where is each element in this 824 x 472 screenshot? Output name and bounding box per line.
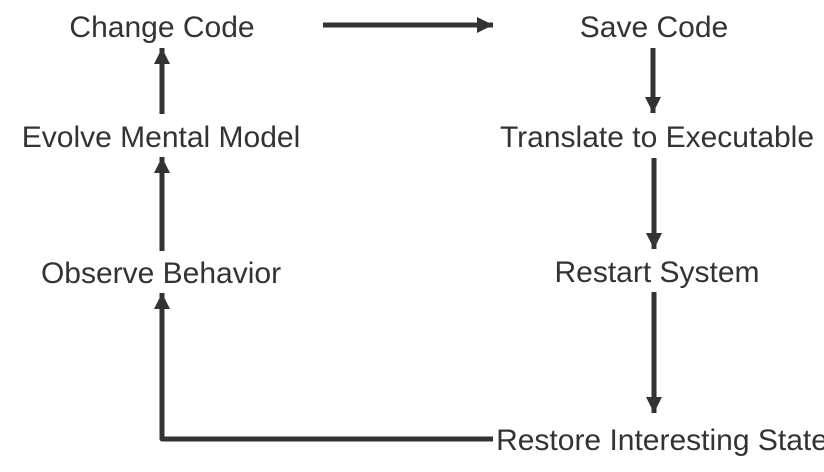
node-restore-interesting-state: Restore Interesting State [496, 424, 824, 457]
node-change-code: Change Code [69, 11, 255, 44]
arrow-restore-state-to-observe-behavior [154, 293, 493, 442]
node-restart-system: Restart System [554, 256, 760, 289]
node-evolve-mental-model: Evolve Mental Model [21, 121, 301, 154]
node-translate-to-executable: Translate to Executable [499, 121, 815, 154]
node-observe-behavior: Observe Behavior [40, 257, 282, 290]
node-save-code: Save Code [579, 11, 729, 44]
